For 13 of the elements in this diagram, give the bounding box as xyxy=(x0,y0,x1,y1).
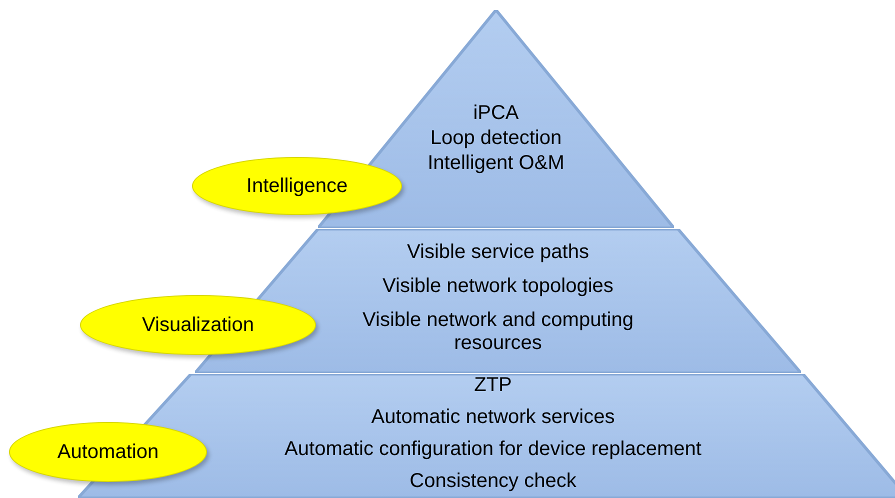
ellipse-label: Visualization xyxy=(142,314,254,336)
ellipse-label: Intelligence xyxy=(246,174,348,198)
tier-text: Automatic configuration for device replacement xyxy=(284,438,702,461)
tier-text: iPCA xyxy=(473,102,519,125)
tier-text: Visible network topologies xyxy=(382,275,614,298)
tier-text: Visible service paths xyxy=(407,241,589,264)
ellipse-label: Automation xyxy=(57,440,159,464)
tier-text: Automatic network services xyxy=(371,406,615,429)
tier-text: Visible network and computing resources xyxy=(362,309,634,355)
tier-text: Consistency check xyxy=(410,470,576,493)
tier-text: Loop detection xyxy=(430,127,562,150)
tier-text: ZTP xyxy=(474,374,512,397)
tier-text: Intelligent O&M xyxy=(428,152,564,175)
